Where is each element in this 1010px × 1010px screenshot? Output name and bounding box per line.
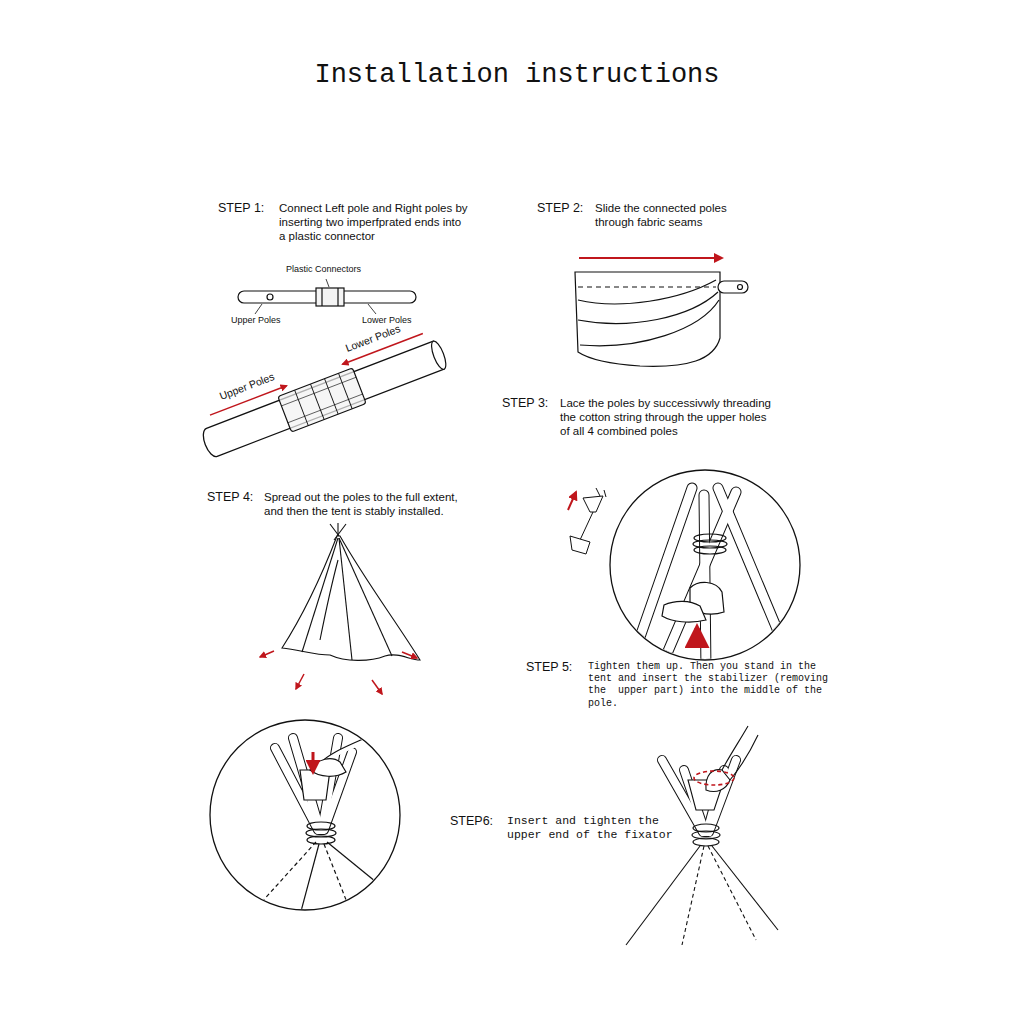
drawing-stroke [580, 300, 719, 346]
stabilizer-insert [250, 730, 392, 915]
drawing-stroke [320, 560, 338, 640]
drawing-stroke [260, 651, 417, 694]
drawing-stroke [682, 846, 704, 945]
step-text: Spread out the poles to the full extent,… [264, 490, 479, 518]
drawing-stroke [722, 726, 748, 770]
drawing-stroke [337, 288, 338, 306]
drawing-stroke [575, 272, 720, 366]
laced-poles [632, 488, 790, 670]
drawing-stroke [327, 842, 392, 895]
drawing-stroke [632, 488, 692, 660]
drawing-stroke [368, 304, 376, 314]
drawing-stroke [632, 488, 692, 660]
detail-circle [210, 720, 400, 910]
leader-lines [255, 279, 376, 314]
fabric-seam [575, 258, 748, 366]
drawing-stroke [662, 601, 706, 622]
drawing-stroke [738, 285, 743, 290]
drawing-stroke [325, 379, 339, 414]
drawing-stroke [310, 759, 346, 777]
drawing-stroke [267, 294, 273, 300]
drawing-stroke [278, 368, 366, 432]
drawing-stroke [712, 846, 778, 930]
drawing-stroke [288, 394, 363, 423]
drawing-stroke [307, 836, 335, 844]
drawing-stroke [429, 339, 449, 371]
step-text: Slide the connected poles through fabric… [595, 201, 745, 229]
drawing-stroke [662, 760, 736, 832]
drawing-stroke [693, 838, 719, 846]
drawing-stroke [250, 730, 392, 915]
part-name: Plastic Connectors [286, 264, 361, 275]
drawing-stroke [604, 490, 606, 497]
drawing-stroke [660, 492, 736, 670]
drawing-stroke [339, 538, 352, 660]
part-name: Lower Poles [344, 322, 403, 355]
step-number: STEP 1: [218, 201, 264, 216]
drawing-stroke [200, 341, 444, 459]
step-text: Tighten them up. Then you stand in the t… [588, 661, 833, 710]
step-text: Lace the poles by successivwly threading… [560, 396, 775, 438]
drawing-stroke [718, 281, 748, 293]
drawing-stroke [339, 373, 353, 408]
drawing-stroke [580, 512, 593, 540]
drawing-stroke [662, 534, 727, 622]
drawing-stroke [255, 304, 262, 314]
drawing-stroke [260, 651, 274, 657]
drawing-stroke [632, 488, 790, 670]
step-number: STEP 5: [526, 660, 572, 675]
drawing-stroke [295, 390, 309, 425]
drawing-stroke [300, 844, 319, 915]
drawing-stroke [372, 680, 382, 694]
drawing-stroke [632, 488, 790, 670]
drawing-stroke [695, 628, 700, 648]
drawing-stroke [730, 735, 758, 780]
drawing-stroke [302, 538, 338, 652]
drawing-stroke [311, 384, 325, 419]
part-name: Lower Poles [362, 315, 412, 326]
drawing-stroke [626, 846, 700, 945]
drawing-stroke [326, 279, 329, 287]
drawing-stroke [282, 536, 420, 660]
drawing-stroke [660, 492, 736, 670]
drawing-stroke [324, 844, 352, 915]
pole-assembly [238, 288, 416, 306]
drawing-stroke [316, 288, 344, 306]
step-number: STEP 3: [502, 396, 548, 411]
drawing-stroke [578, 292, 718, 324]
drawing-stroke [250, 842, 316, 915]
step-number: STEP6: [450, 814, 493, 829]
string-toggle-icon [568, 488, 606, 554]
step-text: Connect Left pole and Right poles by ins… [279, 201, 469, 243]
drawing-stroke [578, 286, 716, 287]
drawing-stroke [339, 538, 392, 656]
drawing-stroke [296, 674, 304, 689]
drawing-stroke [596, 488, 600, 496]
drawing-stroke [321, 288, 322, 306]
drawing-stroke [578, 280, 716, 304]
drawing-stroke [694, 771, 734, 785]
drawing-stroke [281, 377, 356, 406]
tent [260, 523, 420, 694]
drawing-stroke [402, 652, 417, 658]
step-text: Insert and tighten the upper end of the … [507, 814, 682, 842]
drawing-stroke [662, 760, 736, 832]
drawing-stroke [568, 492, 576, 510]
drawing-stroke [570, 536, 590, 554]
pole-closeup [196, 329, 450, 462]
drawing-stroke [583, 496, 603, 512]
drawing-stroke [694, 546, 726, 554]
drawing-stroke [579, 257, 722, 259]
part-name: Upper Poles [218, 370, 277, 403]
part-name: Upper Poles [231, 315, 281, 326]
drawing-stroke [312, 752, 315, 772]
step-number: STEP 2: [537, 201, 583, 216]
page-title: Installation instructions [314, 59, 719, 92]
step-number: STEP 4: [207, 490, 253, 505]
